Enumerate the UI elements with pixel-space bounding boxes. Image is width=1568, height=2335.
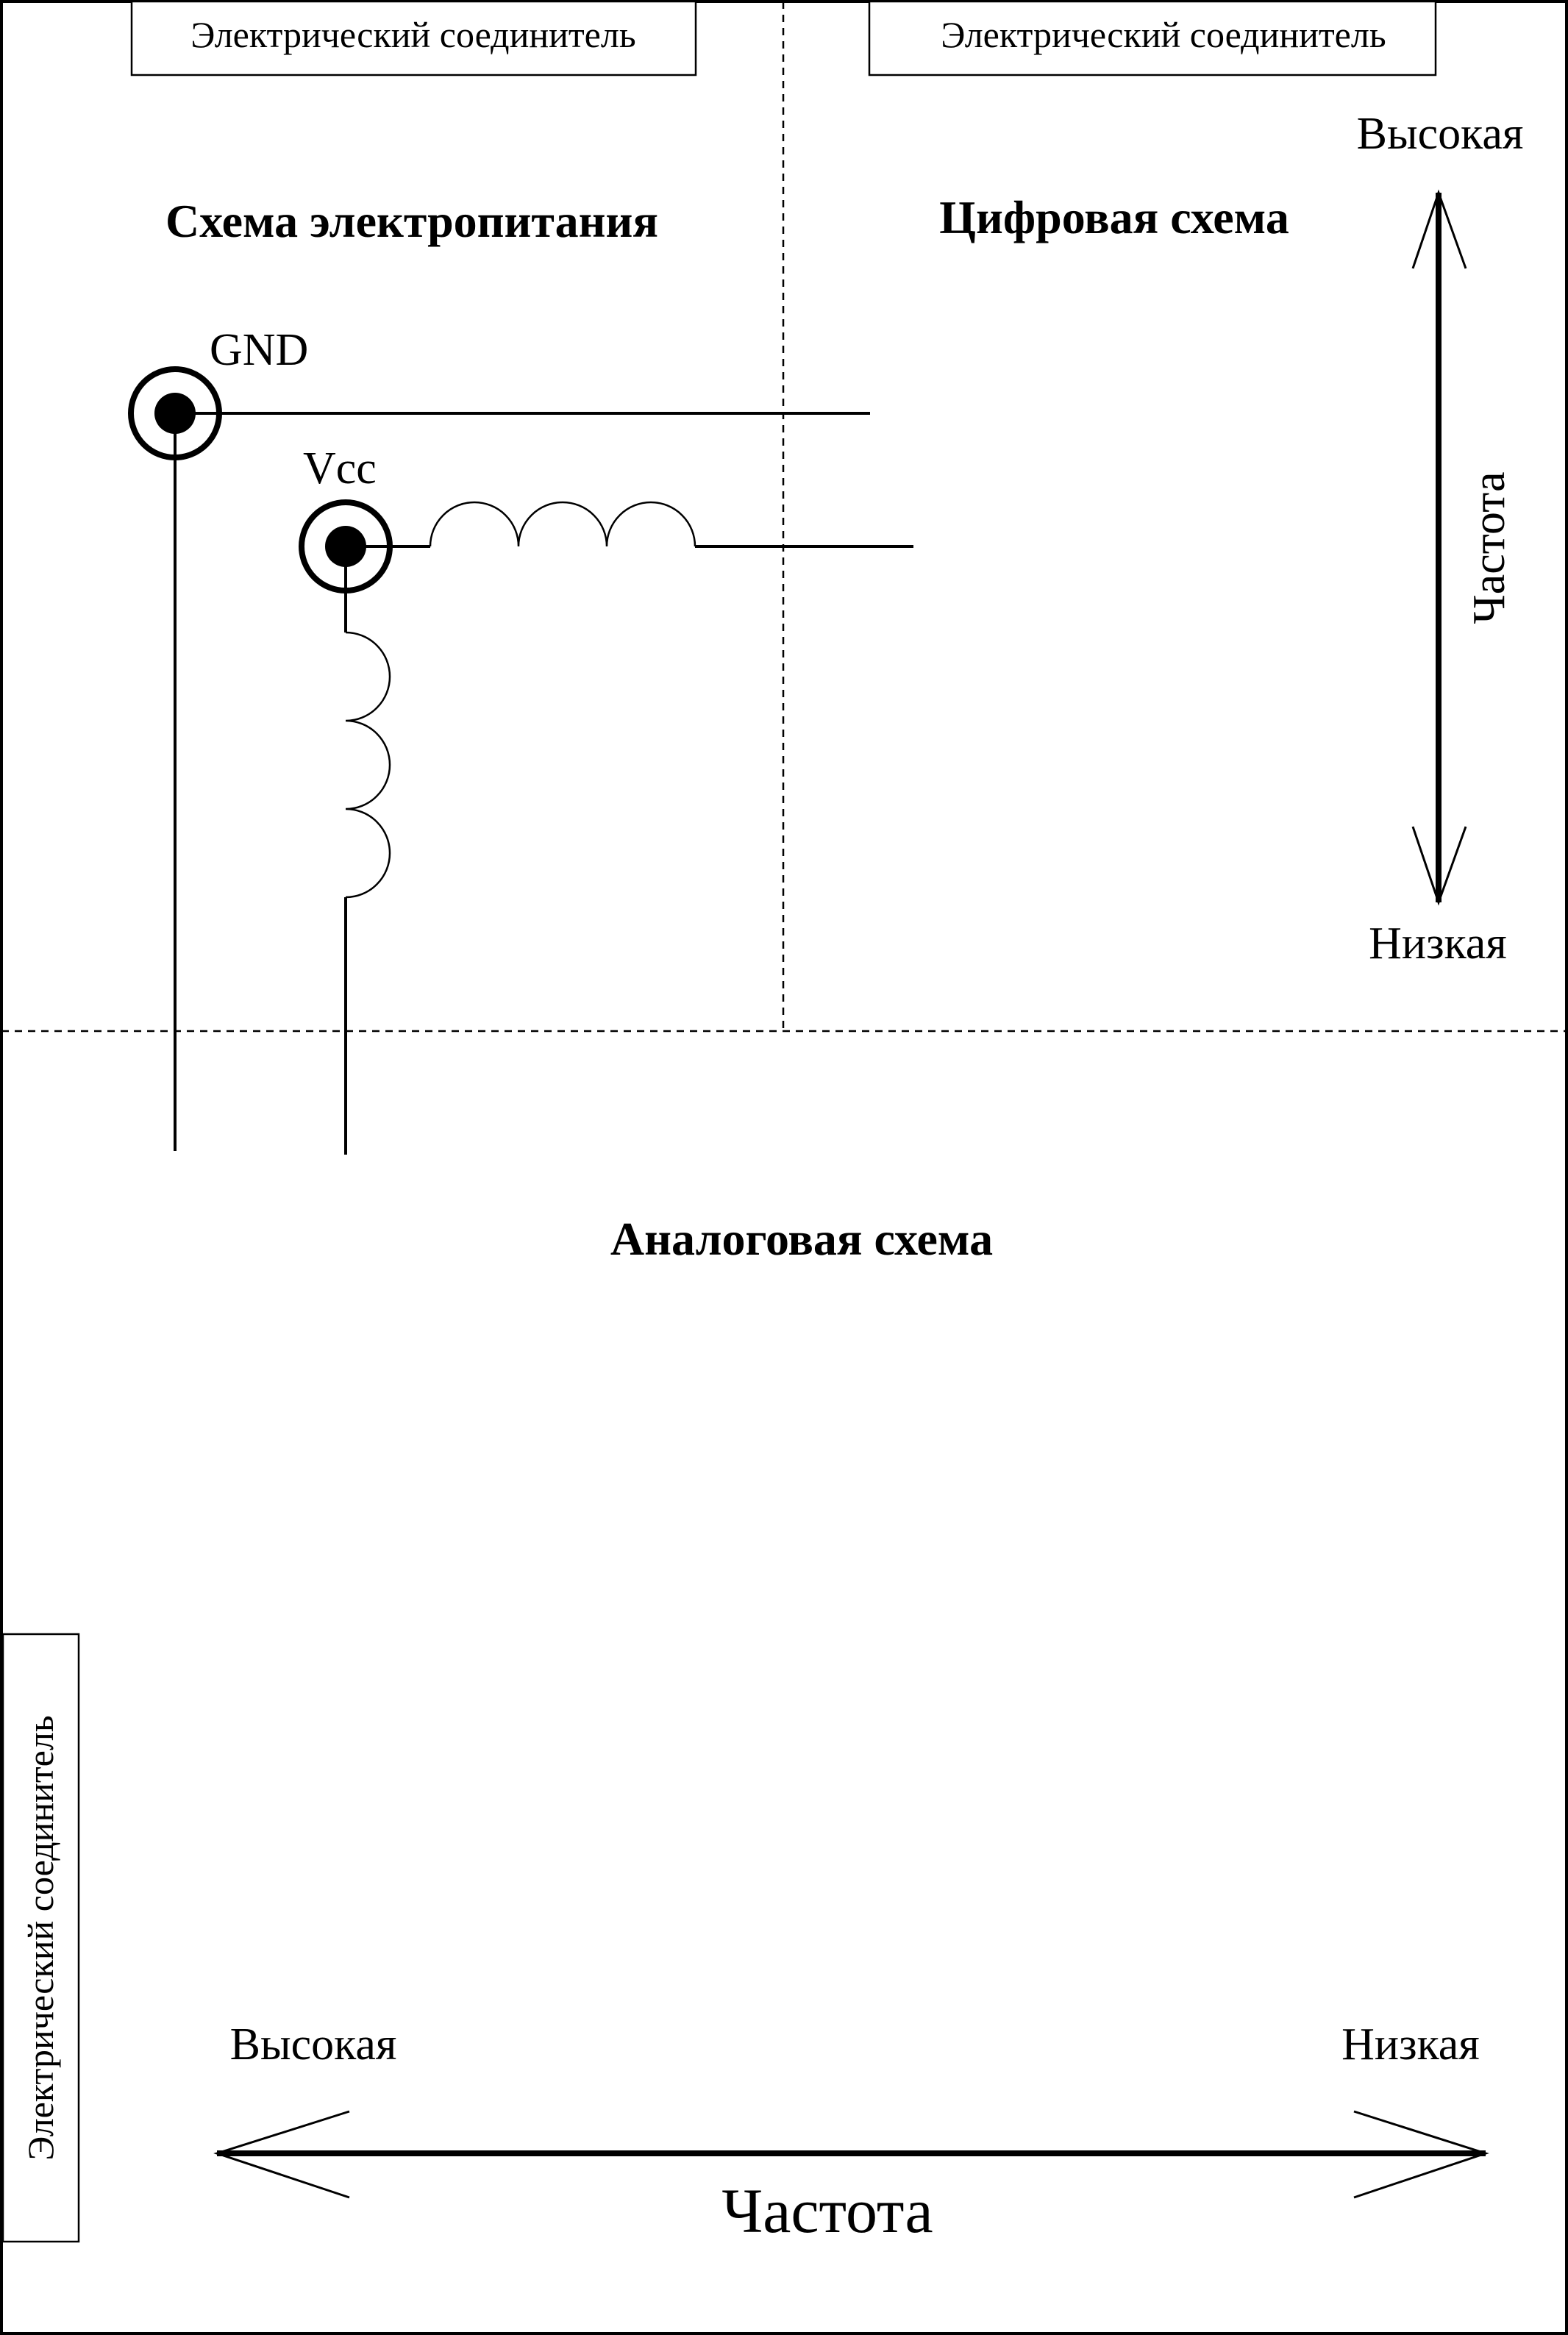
digital-zone-title: Цифровая схема [939, 191, 1289, 243]
connector-top-left-label: Электрический соединитель [190, 14, 635, 55]
vertical-axis-high-label: Высокая [1357, 109, 1524, 159]
horizontal-frequency-arrow [213, 2110, 1489, 2199]
analog-zone-title: Аналоговая схема [610, 1213, 993, 1265]
connector-left-label: Электрический соединитель [20, 1715, 61, 2160]
power-zone-title: Схема электропитания [165, 195, 658, 247]
horizontal-axis-low-label: Низкая [1341, 2019, 1480, 2070]
vertical-axis-frequency-label: Частота [1464, 471, 1514, 624]
horizontal-axis-frequency-label: Частота [721, 2175, 933, 2246]
vertical-inductor [345, 631, 391, 899]
vertical-axis-low-label: Низкая [1369, 919, 1507, 969]
horizontal-axis-high-label: Высокая [230, 2019, 397, 2070]
gnd-label: GND [210, 325, 308, 375]
vertical-frequency-arrow [1411, 189, 1467, 906]
connector-top-right: Электрический соединитель [868, 0, 1437, 76]
connector-top-right-label: Электрический соединитель [941, 14, 1386, 55]
vcc-label: Vcc [303, 443, 377, 493]
connector-left-vertical: Электрический соединитель [1, 1633, 80, 2243]
connector-top-left: Электрический соединитель [130, 0, 697, 76]
horizontal-inductor [429, 501, 696, 547]
